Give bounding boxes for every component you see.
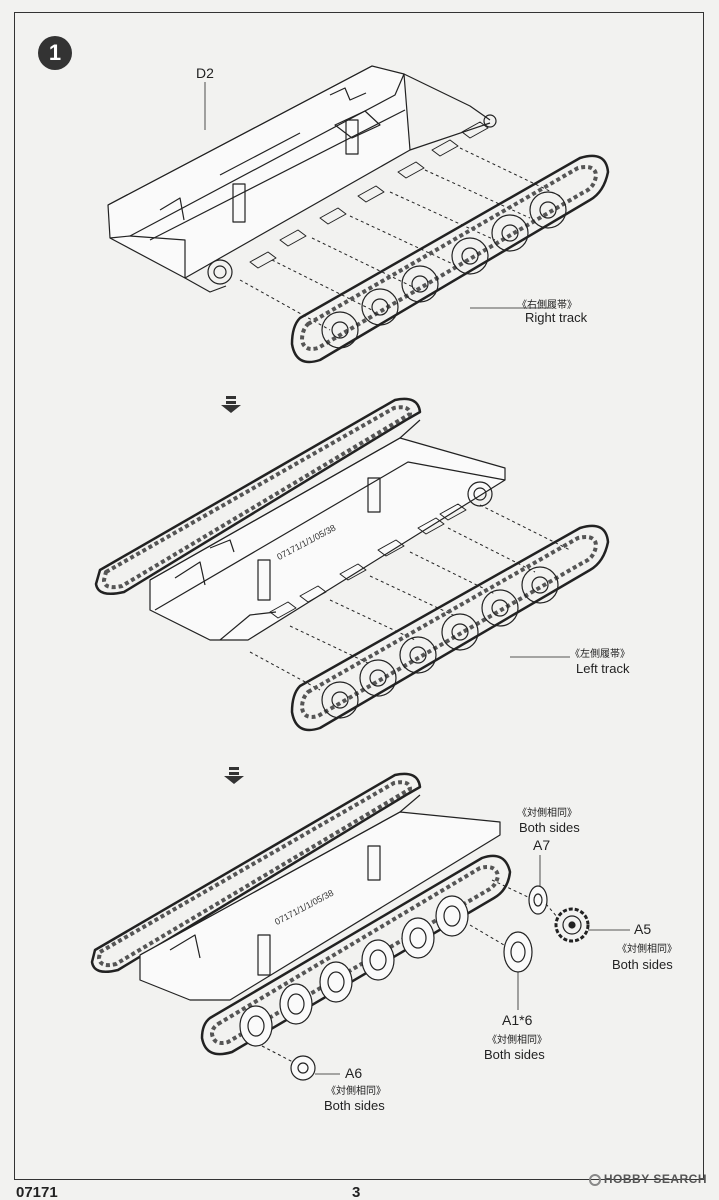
a7-note-cn: 《対側相同》 <box>517 808 577 819</box>
left-track-label: Left track <box>576 661 630 676</box>
product-code: 07171 <box>16 1184 58 1200</box>
left-track-label-cn: 《左側履帯》 <box>570 649 630 660</box>
a5-note: Both sides <box>612 957 673 972</box>
down-arrow-2 <box>224 767 244 784</box>
a7-note: Both sides <box>519 820 580 835</box>
watermark-text: HOBBY SEARCH <box>603 1172 707 1186</box>
right-track-label: Right track <box>525 310 588 325</box>
page-border <box>14 12 704 1180</box>
a6-note-cn: 《対側相同》 <box>326 1086 386 1097</box>
right-track <box>290 154 610 364</box>
left-track <box>290 524 610 732</box>
hull-drawing-2: 07171/1/1/05/38 <box>94 397 506 641</box>
a6-note: Both sides <box>324 1098 385 1113</box>
watermark-logo-icon <box>588 1174 601 1186</box>
down-arrow-1 <box>221 396 241 413</box>
hull-drawing-1 <box>107 65 497 293</box>
watermark: HOBBY SEARCH <box>588 1172 707 1186</box>
a5-note-cn: 《対側相同》 <box>617 944 677 955</box>
part-label-a6: A6 <box>345 1065 363 1081</box>
page-number: 3 <box>352 1184 361 1200</box>
part-label-d2: D2 <box>196 65 214 81</box>
a1-note-cn: 《対側相同》 <box>487 1035 547 1046</box>
step-number-badge: 1 <box>38 36 72 70</box>
part-label-a7: A7 <box>533 837 551 853</box>
hull-drawing-3: 07171/1/1/05/38 <box>90 772 501 1001</box>
right-track-label-cn: 《右側履帯》 <box>517 300 577 311</box>
suspension-arms-2 <box>249 503 571 691</box>
loose-parts <box>261 855 630 1081</box>
track-with-wheels <box>200 854 512 1056</box>
part-label-a1: A1*6 <box>502 1012 533 1028</box>
part-label-a5: A5 <box>634 921 652 937</box>
a1-note: Both sides <box>484 1047 545 1062</box>
